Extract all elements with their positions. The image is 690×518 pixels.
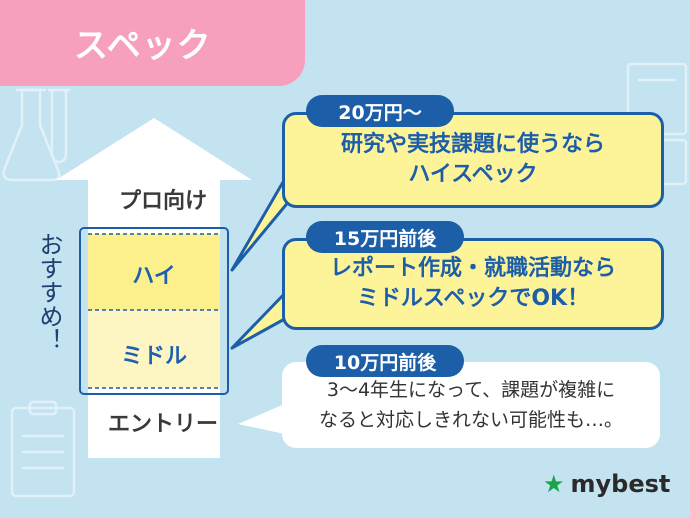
- callout-high-line1: 研究や実技課題に使うなら: [340, 132, 605, 157]
- arrow-body-entry: [88, 388, 220, 458]
- recommended-bracket: [79, 227, 229, 395]
- mybest-logo: ★ mybest: [543, 470, 670, 498]
- band-middle: [88, 310, 220, 388]
- test-tube-icon: [48, 88, 70, 164]
- title-tab: [0, 0, 305, 86]
- callout-entry-line1: 3〜4年生になって、課題が複雑に: [326, 379, 616, 401]
- callout-high: 研究や実技課題に使うなら ハイスペック: [282, 112, 664, 208]
- level-entry-label: エントリー: [107, 412, 218, 437]
- recommended-label: おすすめ！: [35, 232, 63, 352]
- level-middle-label: ミドル: [120, 344, 187, 369]
- callout-entry-line2: なると対応しきれない可能性も…。: [318, 409, 623, 431]
- callout-middle: レポート作成・就職活動なら ミドルスペックでOK！: [282, 238, 664, 330]
- star-icon: ★: [543, 470, 565, 498]
- callout-middle-line2: ミドルスペックでOK！: [356, 286, 590, 311]
- price-badge-middle: 15万円前後: [306, 221, 464, 253]
- logo-text: mybest: [570, 470, 671, 498]
- band-high: [88, 234, 220, 310]
- tail-entry: [238, 400, 294, 436]
- price-badge-high: 20万円〜: [306, 95, 454, 127]
- callout-high-line2: ハイスペック: [408, 162, 538, 187]
- level-pro-label: プロ向け: [118, 189, 207, 214]
- page-title: スペック: [74, 26, 212, 66]
- flask-icon: [2, 88, 61, 182]
- price-badge-entry: 10万円前後: [306, 345, 464, 377]
- arrow-body-pro: [88, 178, 220, 234]
- level-high-label: ハイ: [132, 264, 176, 289]
- callout-middle-line1: レポート作成・就職活動なら: [329, 256, 616, 281]
- clipboard-icon: [10, 400, 76, 498]
